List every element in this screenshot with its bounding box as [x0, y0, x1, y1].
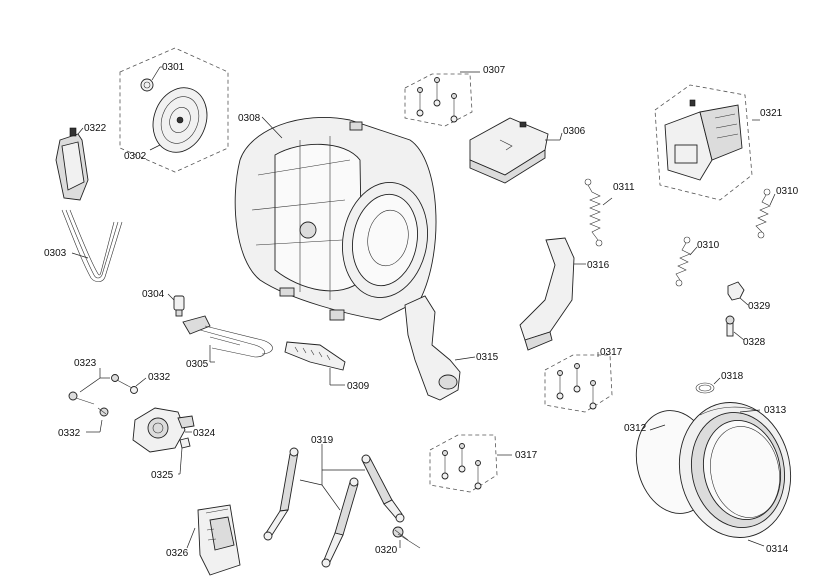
screw-set-0307[interactable] — [404, 71, 480, 127]
cover-plate-part[interactable] — [469, 117, 563, 184]
clip-0318[interactable] — [695, 377, 721, 394]
bolt-0320[interactable] — [392, 526, 421, 549]
drum-paddle-part[interactable] — [284, 341, 346, 386]
label-0308: 0308 — [238, 113, 261, 124]
spring-0310-right[interactable] — [755, 188, 776, 239]
heater-element-part[interactable] — [182, 315, 273, 363]
label-0324: 0324 — [193, 428, 216, 439]
shock-absorber-right[interactable] — [361, 454, 405, 523]
label-0329: 0329 — [748, 301, 771, 312]
label-0325: 0325 — [151, 470, 174, 481]
bracket-0316[interactable] — [519, 237, 586, 351]
label-0312: 0312 — [624, 423, 647, 434]
label-0309: 0309 — [347, 381, 370, 392]
screw-0323[interactable] — [68, 391, 95, 405]
spring-0310-middle[interactable] — [675, 236, 698, 287]
label-0322: 0322 — [84, 123, 107, 134]
label-0315: 0315 — [476, 352, 499, 363]
label-0320: 0320 — [375, 545, 398, 556]
label-0314: 0314 — [766, 544, 789, 555]
screw-0332-top[interactable] — [111, 374, 147, 394]
label-0323: 0323 — [74, 358, 97, 369]
label-0319: 0319 — [311, 435, 334, 446]
pcb-module-0326[interactable] — [186, 504, 241, 576]
label-0302: 0302 — [124, 151, 147, 162]
label-0306: 0306 — [563, 126, 586, 137]
label-0328: 0328 — [743, 337, 766, 348]
drain-pump-part[interactable] — [132, 407, 195, 453]
shock-absorber-bottom[interactable] — [321, 477, 359, 568]
label-0317-right: 0317 — [600, 347, 623, 358]
control-module-part[interactable] — [55, 127, 89, 201]
label-0304: 0304 — [142, 289, 165, 300]
door-seal-assembly[interactable] — [627, 392, 803, 548]
label-0321: 0321 — [760, 108, 783, 119]
clamp-0325[interactable] — [178, 437, 191, 475]
label-0332-top: 0332 — [148, 372, 171, 383]
electronic-module-group[interactable] — [654, 84, 760, 201]
label-0307: 0307 — [483, 65, 506, 76]
label-0301: 0301 — [162, 62, 185, 73]
tub-drum-part[interactable] — [234, 116, 437, 321]
label-0305: 0305 — [186, 359, 209, 370]
sensor-0304[interactable] — [167, 293, 185, 317]
screw-set-0317-left[interactable] — [429, 434, 512, 493]
drive-belt-part[interactable] — [61, 209, 123, 282]
label-0310-middle: 0310 — [697, 240, 720, 251]
label-0313: 0313 — [764, 405, 787, 416]
label-0310-right: 0310 — [776, 186, 799, 197]
pulley-group[interactable] — [119, 47, 229, 173]
label-0318: 0318 — [721, 371, 744, 382]
label-0332-bottom: 0332 — [58, 428, 81, 439]
label-0326: 0326 — [166, 548, 189, 559]
label-0317-left: 0317 — [515, 450, 538, 461]
label-0316: 0316 — [587, 260, 610, 271]
label-0311: 0311 — [613, 182, 635, 193]
shock-absorber-left[interactable] — [263, 447, 299, 541]
bracket-0315[interactable] — [404, 295, 476, 401]
screw-0332-bottom[interactable] — [86, 407, 109, 433]
pin-0328[interactable] — [725, 315, 745, 341]
label-0303: 0303 — [44, 248, 67, 259]
bracket-0329[interactable] — [727, 281, 749, 306]
screw-set-0317-right[interactable] — [544, 352, 613, 413]
spring-0311[interactable] — [584, 178, 613, 247]
